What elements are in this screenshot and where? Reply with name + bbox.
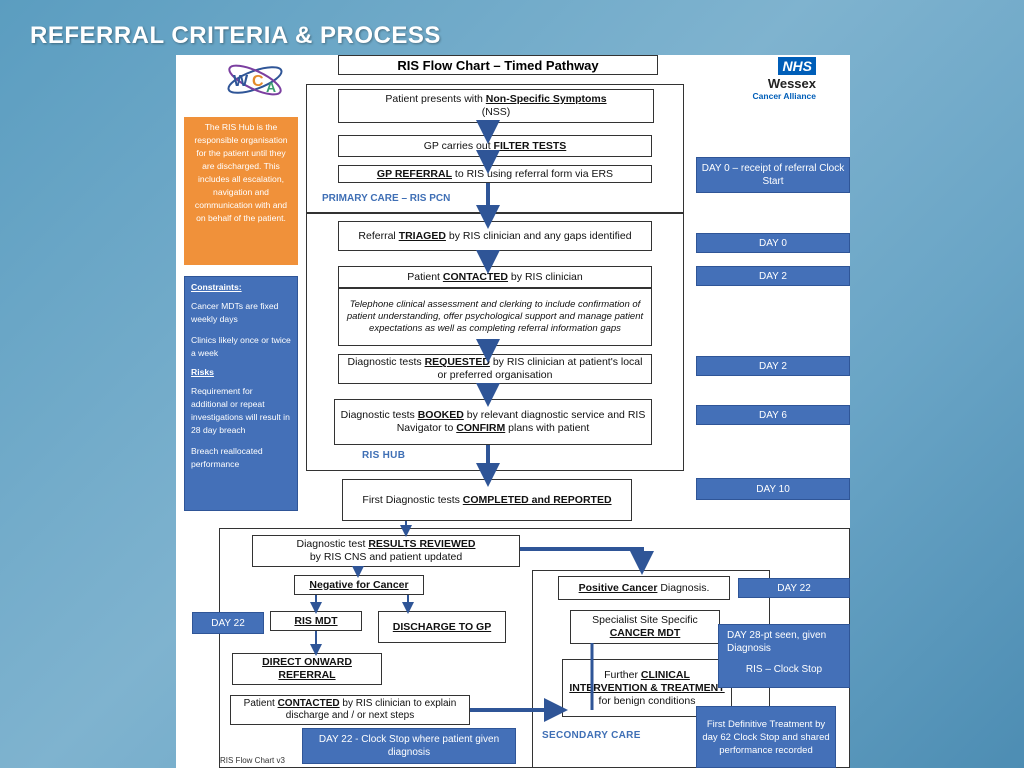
orange-responsibility-note: The RIS Hub is the responsible organisat…: [184, 117, 298, 265]
day-2-contacted: DAY 2: [696, 266, 850, 286]
step-text: Telephone clinical assessment and clerki…: [346, 299, 644, 334]
contacted-explain-discharge: Patient CONTACTED by RIS clinician to ex…: [230, 695, 470, 725]
step-keyword: CONFIRM: [456, 422, 506, 434]
step-text: by relevant diagnostic service and RIS N…: [396, 409, 646, 434]
step-text: Patient: [407, 270, 443, 283]
step-keyword: COMPLETED and REPORTED: [462, 493, 612, 506]
day-22-mdt: DAY 22: [192, 612, 264, 634]
step-keyword: DIRECT ONWARD REFERRAL: [262, 656, 352, 681]
orange-note-text: The RIS Hub is the responsible organisat…: [194, 122, 288, 223]
step-keyword: FILTER TESTS: [493, 139, 567, 152]
step-keyword: Non-Specific Symptoms: [485, 93, 607, 105]
svg-text:A: A: [266, 79, 276, 95]
step-text: GP carries out: [423, 139, 494, 152]
positive-cancer-diagnosis: Positive Cancer Diagnosis.: [558, 576, 730, 600]
step-keyword: CLINICAL INTERVENTION & TREATMENT: [569, 668, 725, 694]
step-contacted: Patient CONTACTED by RIS clinician: [338, 266, 652, 288]
step-keyword: DISCHARGE TO GP: [392, 620, 492, 633]
step-text: Patient: [243, 698, 278, 709]
risk-2: Breach reallocated performance: [191, 446, 263, 469]
step-keyword: CONTACTED: [277, 698, 340, 709]
step-text: Specialist Site Specific: [592, 614, 698, 626]
step-keyword: CANCER MDT: [609, 627, 681, 639]
svg-text:C: C: [252, 73, 264, 90]
step-text: for benign conditions: [598, 694, 696, 707]
step-text: by RIS CNS and patient updated: [309, 551, 463, 563]
step-text: by RIS clinician to explain discharge an…: [285, 698, 457, 721]
nhs-badge: NHS: [778, 57, 816, 75]
wca-logo: W C A: [224, 59, 286, 101]
step-text: (NSS): [481, 106, 511, 118]
day-22-positive: DAY 22: [738, 578, 850, 598]
day-6: DAY 6: [696, 405, 850, 425]
step-results-reviewed: Diagnostic test RESULTS REVIEWED by RIS …: [252, 535, 520, 567]
discharge-to-gp: DISCHARGE TO GP: [378, 611, 506, 643]
footer-version: RIS Flow Chart v3: [220, 756, 285, 765]
step-text: plans with patient: [505, 422, 590, 434]
ris-mdt: RIS MDT: [270, 611, 362, 631]
step-text: Further: [604, 668, 641, 681]
step-text: Diagnostic tests: [340, 409, 418, 421]
step-keyword: Negative for Cancer: [309, 578, 409, 591]
specialist-cancer-mdt: Specialist Site Specific CANCER MDT: [570, 610, 720, 644]
step-text: First Diagnostic tests: [362, 493, 463, 506]
svg-text:W: W: [233, 73, 249, 90]
step-keyword: REQUESTED: [424, 356, 490, 368]
risks-heading: Risks: [191, 367, 214, 377]
step-telephone-assessment: Telephone clinical assessment and clerki…: [338, 288, 652, 346]
step-text: Diagnostic tests: [347, 356, 425, 368]
direct-onward-referral: DIRECT ONWARD REFERRAL: [232, 653, 382, 685]
constraints-risks-panel: Constraints: Cancer MDTs are fixed weekl…: [184, 276, 298, 511]
slide-title: REFERRAL CRITERIA & PROCESS: [30, 22, 441, 49]
nhs-org-name: Wessex: [767, 76, 816, 91]
clock-stop-text: RIS – Clock Stop: [745, 664, 823, 675]
primary-care-label: PRIMARY CARE – RIS PCN: [322, 193, 451, 204]
day-0-clock-start: DAY 0 – receipt of referral Clock Start: [696, 157, 850, 193]
day-2-requested: DAY 2: [696, 356, 850, 376]
step-text: Diagnostic test: [296, 538, 369, 550]
flow-arrows: [310, 120, 654, 722]
first-definitive-treatment: First Definitive Treatment by day 62 Clo…: [696, 706, 836, 768]
constraint-2: Clinics likely once or twice a week: [191, 335, 291, 358]
ris-hub-label: RIS HUB: [362, 450, 406, 461]
step-keyword: GP REFERRAL: [376, 167, 452, 180]
arrow: [520, 547, 654, 575]
day-22-clock-stop: DAY 22 - Clock Stop where patient given …: [302, 728, 516, 764]
step-keyword: TRIAGED: [398, 229, 446, 242]
chart-title: RIS Flow Chart – Timed Pathway: [338, 55, 658, 75]
step-text: by RIS clinician at patient's local or p…: [437, 356, 643, 381]
step-keyword: BOOKED: [417, 409, 464, 421]
step-text: by RIS clinician: [508, 270, 583, 283]
day-0: DAY 0: [696, 233, 850, 253]
step-keyword: Positive Cancer: [578, 581, 658, 594]
step-text: Referral: [358, 229, 399, 242]
day-28-text: DAY 28-pt seen, given Diagnosis: [727, 630, 827, 654]
constraints-heading: Constraints:: [191, 282, 242, 292]
further-clinical-intervention: Further CLINICAL INTERVENTION & TREATMEN…: [562, 659, 732, 717]
secondary-care-label: SECONDARY CARE: [542, 730, 641, 741]
day-28-diagnosis: DAY 28-pt seen, given Diagnosis RIS – Cl…: [718, 624, 850, 688]
day-10: DAY 10: [696, 478, 850, 500]
step-keyword: RIS MDT: [294, 614, 338, 627]
step-text: by RIS clinician and any gaps identified: [445, 229, 632, 242]
nhs-logo: NHS Wessex Cancer Alliance: [736, 57, 816, 105]
step-keyword: RESULTS REVIEWED: [368, 538, 476, 550]
step-text: Diagnosis.: [657, 581, 710, 594]
risk-1: Requirement for additional or repeat inv…: [191, 386, 290, 435]
nhs-org-sub: Cancer Alliance: [752, 91, 816, 101]
step-text: Patient presents with: [385, 93, 486, 105]
constraint-1: Cancer MDTs are fixed weekly days: [191, 301, 279, 324]
